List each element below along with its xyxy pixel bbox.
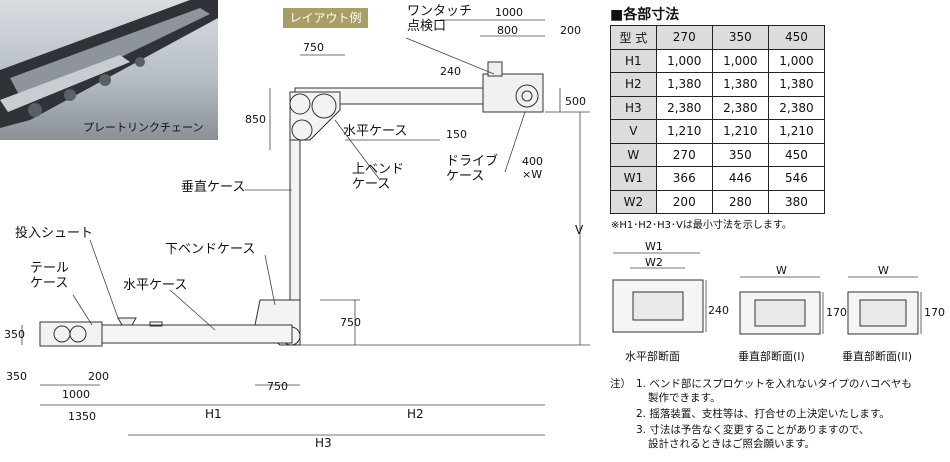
dim-v: V bbox=[575, 223, 584, 237]
note-item: 設計されるときはご照会願います。 bbox=[648, 438, 815, 450]
one-touch-inspection-label: ワンタッチ 点検口 bbox=[407, 4, 473, 34]
lower-bend-case-label: 下ベンドケース bbox=[165, 242, 256, 257]
table-cell: 1,210 bbox=[767, 119, 826, 144]
table-cell: 366 bbox=[655, 166, 713, 191]
table-row: H1 1,000 1,000 1,000 bbox=[610, 48, 826, 73]
table-cell: H1 bbox=[610, 48, 657, 73]
drive-case-label: ドライブ ケース bbox=[446, 154, 499, 184]
note-item: 3. 寸法は予告なく変更することがありますので、 bbox=[636, 424, 870, 436]
table-cell: 450 bbox=[767, 142, 826, 167]
table-cell: 446 bbox=[711, 166, 769, 191]
table-header-cell: 270 bbox=[655, 25, 713, 50]
dim-1350: 1350 bbox=[68, 410, 96, 423]
dim-500: 500 bbox=[565, 95, 586, 108]
plate-link-chain-image bbox=[0, 0, 218, 128]
table-row: H3 2,380 2,380 2,380 bbox=[610, 95, 826, 120]
section-w1: W1 bbox=[645, 240, 663, 253]
horizontal-case-top-label: 水平ケース bbox=[343, 124, 408, 139]
table-header-cell: 350 bbox=[711, 25, 769, 50]
tail-case-label: テール ケース bbox=[30, 261, 70, 291]
table-cell: 1,380 bbox=[711, 72, 769, 97]
table-cell: 2,380 bbox=[655, 95, 713, 120]
notes-label: 注） bbox=[610, 378, 631, 390]
dim-1000-bottom: 1000 bbox=[62, 388, 90, 401]
dim-350-bottom: 350 bbox=[6, 370, 27, 383]
horizontal-section-label: 水平部断面 bbox=[625, 350, 680, 363]
table-header-cell: 型 式 bbox=[610, 25, 657, 50]
section-w-vertical2: W bbox=[878, 264, 889, 277]
spec-table-title: ■各部寸法 bbox=[610, 7, 680, 23]
table-cell: 1,210 bbox=[711, 119, 769, 144]
dim-240: 240 bbox=[440, 65, 461, 78]
table-cell: V bbox=[610, 119, 657, 144]
dim-750-bottom: 750 bbox=[267, 380, 288, 393]
section-240: 240 bbox=[708, 304, 729, 317]
table-cell: 1,380 bbox=[767, 72, 826, 97]
vertical-section-1-label: 垂直部断面(I) bbox=[738, 350, 805, 363]
dim-200-bottom: 200 bbox=[88, 370, 109, 383]
dim-350-left: 350 bbox=[4, 328, 25, 341]
input-chute-label: 投入シュート bbox=[15, 226, 94, 241]
layout-example-badge: レイアウト例 bbox=[283, 8, 368, 28]
table-footnote: ※H1･H2･H3･Vは最小寸法を示します。 bbox=[611, 220, 792, 231]
spec-table: 型 式 270 350 450 H1 1,000 1,000 1,000 H2 … bbox=[610, 25, 826, 214]
table-cell: 1,380 bbox=[655, 72, 713, 97]
upper-bend-case-label: 上ベンド ケース bbox=[352, 162, 405, 192]
table-row: W2 200 280 380 bbox=[610, 189, 826, 214]
dim-750-right: 750 bbox=[340, 316, 361, 329]
table-cell: 546 bbox=[767, 166, 826, 191]
note-item: 1. ベンド部にスプロケットを入れないタイプのハコベヤも bbox=[636, 378, 912, 390]
table-header-cell: 450 bbox=[767, 25, 826, 50]
table-cell: 200 bbox=[655, 189, 713, 214]
dim-h3: H3 bbox=[315, 436, 332, 450]
section-170-b: 170 bbox=[924, 306, 945, 319]
note-item: 2. 揺落装置、支柱等は、打合せの上決定いたします。 bbox=[636, 408, 890, 420]
dim-h2: H2 bbox=[407, 407, 424, 421]
chain-photo: プレートリンクチェーン bbox=[0, 0, 218, 140]
table-cell: W bbox=[610, 142, 657, 167]
table-cell: H3 bbox=[610, 95, 657, 120]
section-w-vertical1: W bbox=[776, 264, 787, 277]
dim-150: 150 bbox=[446, 128, 467, 141]
table-cell: 1,000 bbox=[655, 48, 713, 73]
table-cell: 1,000 bbox=[767, 48, 826, 73]
dim-200-top: 200 bbox=[560, 24, 581, 37]
table-cell: 1,000 bbox=[711, 48, 769, 73]
vertical-case-label: 垂直ケース bbox=[181, 180, 246, 195]
table-cell: W2 bbox=[610, 189, 657, 214]
table-cell: 2,380 bbox=[767, 95, 826, 120]
table-cell: 2,380 bbox=[711, 95, 769, 120]
table-header-row: 型 式 270 350 450 bbox=[610, 25, 826, 50]
dim-h1: H1 bbox=[205, 407, 222, 421]
table-cell: 350 bbox=[711, 142, 769, 167]
table-cell: 380 bbox=[767, 189, 826, 214]
section-170-a: 170 bbox=[826, 306, 847, 319]
dim-800: 800 bbox=[497, 24, 518, 37]
table-cell: 280 bbox=[711, 189, 769, 214]
dim-750-top: 750 bbox=[303, 41, 324, 54]
section-w2: W2 bbox=[645, 256, 663, 269]
dim-1000-top: 1000 bbox=[495, 6, 523, 19]
table-row: W 270 350 450 bbox=[610, 142, 826, 167]
table-row: H2 1,380 1,380 1,380 bbox=[610, 72, 826, 97]
photo-caption: プレートリンクチェーン bbox=[83, 121, 204, 134]
table-cell: H2 bbox=[610, 72, 657, 97]
horizontal-case-bottom-label: 水平ケース bbox=[123, 278, 188, 293]
dim-850: 850 bbox=[245, 113, 266, 126]
table-row: V 1,210 1,210 1,210 bbox=[610, 119, 826, 144]
table-row: W1 366 446 546 bbox=[610, 166, 826, 191]
vertical-section-2-label: 垂直部断面(II) bbox=[842, 350, 913, 363]
table-cell: W1 bbox=[610, 166, 657, 191]
note-item: 製作できます。 bbox=[648, 392, 721, 404]
table-cell: 270 bbox=[655, 142, 713, 167]
table-cell: 1,210 bbox=[655, 119, 713, 144]
dim-400xw: 400 ×W bbox=[522, 155, 543, 181]
